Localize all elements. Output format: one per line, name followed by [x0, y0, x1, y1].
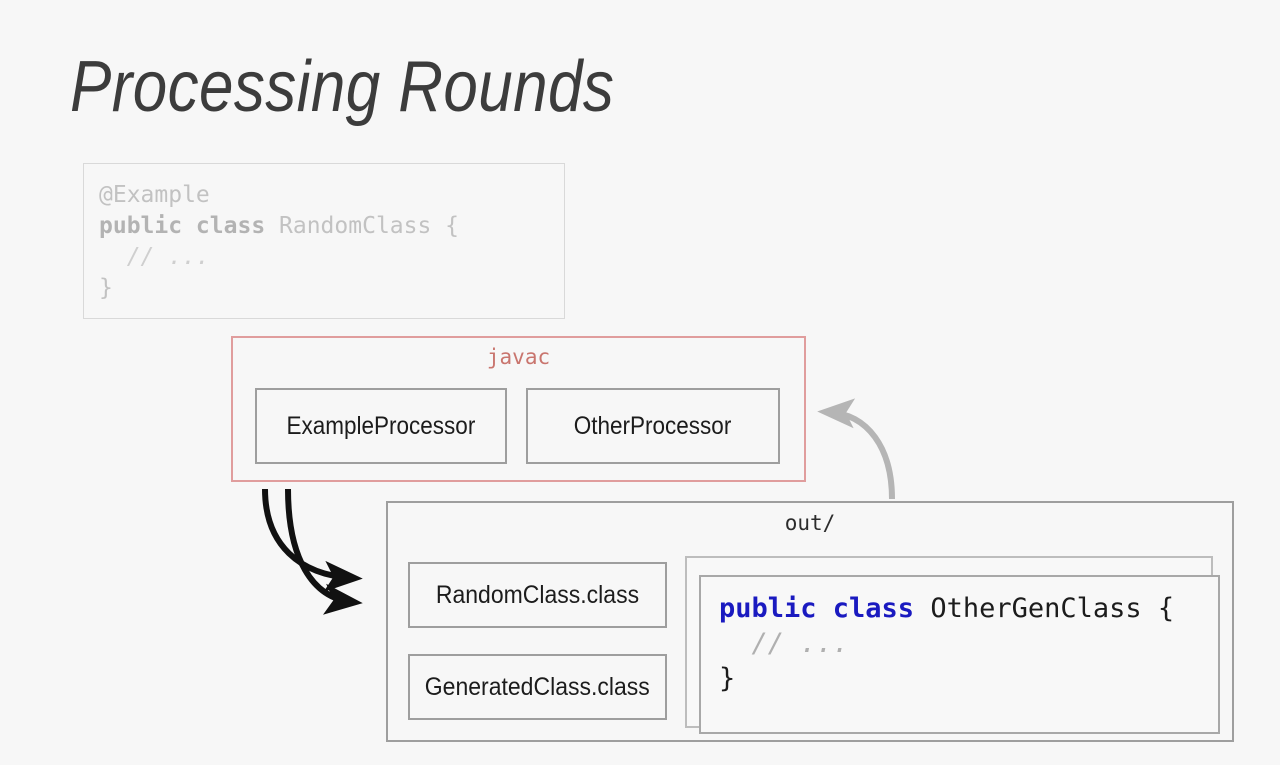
close-brace-text: } — [719, 663, 736, 694]
arrow-javac-to-classfiles-1 — [262, 488, 363, 592]
processor-box-other[interactable]: OtherProcessor — [526, 388, 780, 464]
out-directory-box: out/ RandomClass.class GeneratedClass.cl… — [386, 501, 1234, 742]
processor-label: OtherProcessor — [574, 411, 732, 440]
processor-box-example[interactable]: ExampleProcessor — [255, 388, 507, 464]
comment-text: // ... — [99, 244, 210, 270]
class-file-random[interactable]: RandomClass.class — [408, 562, 667, 628]
class-name-text: RandomClass { — [279, 213, 460, 239]
generated-line-comment: // ... — [719, 626, 1218, 661]
close-brace-text: } — [99, 275, 113, 301]
arrow-javac-to-classfiles-2 — [285, 488, 363, 615]
generated-source-card-stack: public class OtherGenClass { // ... } — [685, 556, 1220, 734]
class-file-label: RandomClass.class — [435, 580, 640, 609]
annotation-text: @Example — [99, 182, 210, 208]
out-directory-label: out/ — [784, 511, 836, 535]
arrow-out-to-javac-round — [817, 398, 895, 500]
processor-label: ExampleProcessor — [286, 411, 476, 440]
class-name-text: OtherGenClass { — [930, 593, 1175, 624]
source-line-annotation: @Example — [99, 180, 564, 211]
source-line-close: } — [99, 273, 564, 304]
javac-box: javac ExampleProcessor OtherProcessor — [231, 336, 806, 482]
comment-text: // ... — [719, 628, 850, 659]
source-line-comment: // ... — [99, 242, 564, 273]
javac-label: javac — [486, 345, 551, 369]
generated-line-close: } — [719, 661, 1218, 696]
keyword-text: public class — [719, 593, 931, 624]
source-snippet-box: @Example public class RandomClass { // .… — [83, 163, 565, 319]
class-file-generated[interactable]: GeneratedClass.class — [408, 654, 667, 720]
keyword-text: public class — [99, 213, 280, 239]
page-title: Processing Rounds — [70, 47, 615, 127]
generated-line-class-decl: public class OtherGenClass { — [719, 591, 1218, 626]
generated-source-card-front[interactable]: public class OtherGenClass { // ... } — [699, 575, 1220, 734]
source-line-class-decl: public class RandomClass { — [99, 211, 564, 242]
class-file-label: GeneratedClass.class — [425, 672, 650, 701]
